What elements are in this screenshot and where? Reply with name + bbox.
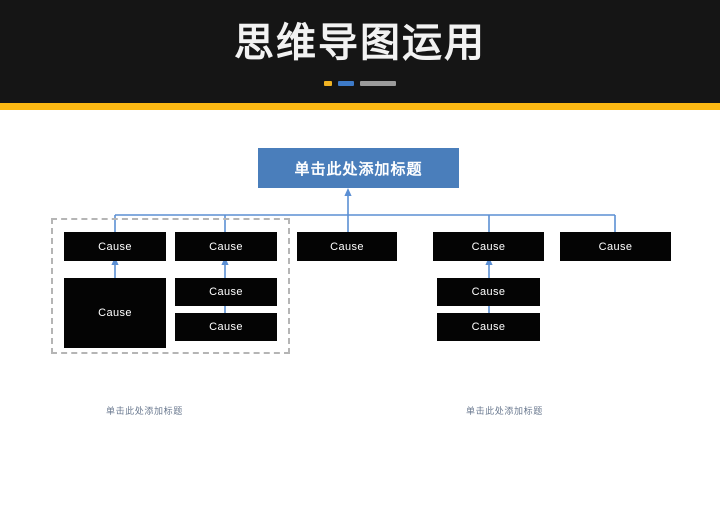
dot-gold-icon — [324, 81, 332, 86]
page-title: 思维导图运用 — [234, 21, 486, 65]
decorative-dots — [0, 81, 720, 86]
mindmap-node[interactable]: Cause — [64, 232, 166, 261]
header-accent-rule — [0, 103, 720, 110]
mindmap-node[interactable]: Cause — [175, 232, 277, 261]
mindmap-node[interactable]: Cause — [175, 278, 277, 306]
mindmap-node[interactable]: Cause — [297, 232, 397, 261]
mindmap-stage: 单击此处添加标题 — [0, 110, 720, 509]
dot-blue-icon — [338, 81, 354, 86]
mindmap-node[interactable]: Cause — [433, 232, 544, 261]
mindmap-node[interactable]: Cause — [64, 278, 166, 348]
slide-header: 思维导图运用 — [0, 0, 720, 103]
mindmap-node[interactable]: Cause — [175, 313, 277, 341]
mindmap-node[interactable]: Cause — [560, 232, 671, 261]
mindmap-root-label: 单击此处添加标题 — [294, 160, 423, 178]
dot-gray-icon — [360, 81, 396, 86]
mindmap-root-node[interactable]: 单击此处添加标题 — [258, 148, 459, 188]
group-frame-left — [51, 218, 290, 354]
mindmap-node[interactable]: Cause — [437, 313, 540, 341]
caption-left[interactable]: 单击此处添加标题 — [106, 406, 183, 416]
caption-right[interactable]: 单击此处添加标题 — [466, 406, 543, 416]
mindmap-node[interactable]: Cause — [437, 278, 540, 306]
